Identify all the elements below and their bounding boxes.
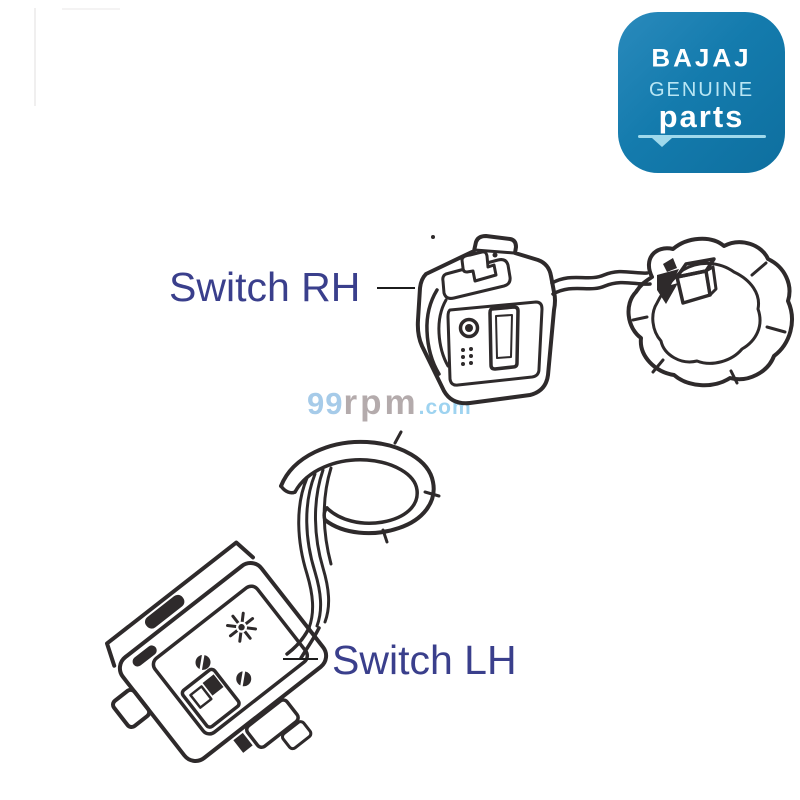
rh-wiring-connector: [657, 257, 718, 305]
grip-dots: [461, 347, 473, 366]
low-beam-icon: [236, 669, 252, 689]
high-beam-icon: [225, 611, 258, 643]
watermark-brand: rpm: [343, 383, 419, 422]
lh-front-panel: [151, 584, 310, 736]
rh-switch-housing: [415, 234, 557, 406]
leader-line-lh: [283, 658, 318, 660]
ink-dot: [431, 235, 435, 239]
kill-switch-recess: [441, 258, 512, 300]
logo-underline-arrow-icon: [651, 138, 672, 147]
lh-cable-loop: [279, 430, 441, 660]
turn-signal-slider: [180, 667, 241, 729]
watermark-99rpm: 99 rpm .com: [307, 383, 472, 423]
headlamp-icon: [195, 653, 211, 672]
kill-switch-knob: [460, 250, 498, 283]
label-switch-rh: Switch RH: [169, 264, 361, 310]
horn-button-tab: [111, 687, 152, 730]
headlight-slider-knob: [144, 594, 185, 629]
switch-rh-illustration: [415, 234, 794, 406]
watermark-prefix: 99: [307, 386, 344, 421]
rocker-switch: [488, 305, 520, 371]
logo-brand-text: BAJAJ: [651, 43, 752, 73]
logo-genuine-text: GENUINE: [648, 79, 755, 101]
lh-switch-housing: [105, 540, 329, 763]
rh-front-panel: [446, 300, 544, 387]
label-switch-lh: Switch LH: [332, 637, 517, 683]
starter-button-icon: [458, 317, 480, 339]
logo-underline: [637, 135, 766, 147]
scan-artifact-line: [34, 8, 36, 106]
rh-cable-loop: [626, 236, 794, 388]
logo-parts-text: parts: [658, 99, 745, 134]
switch-lh-illustration: [105, 430, 441, 763]
leader-line-rh: [377, 287, 415, 289]
scan-artifact-smudge: [62, 8, 120, 10]
rh-wire: [550, 269, 652, 296]
bajaj-genuine-parts-logo: BAJAJ GENUINE parts: [618, 12, 785, 173]
